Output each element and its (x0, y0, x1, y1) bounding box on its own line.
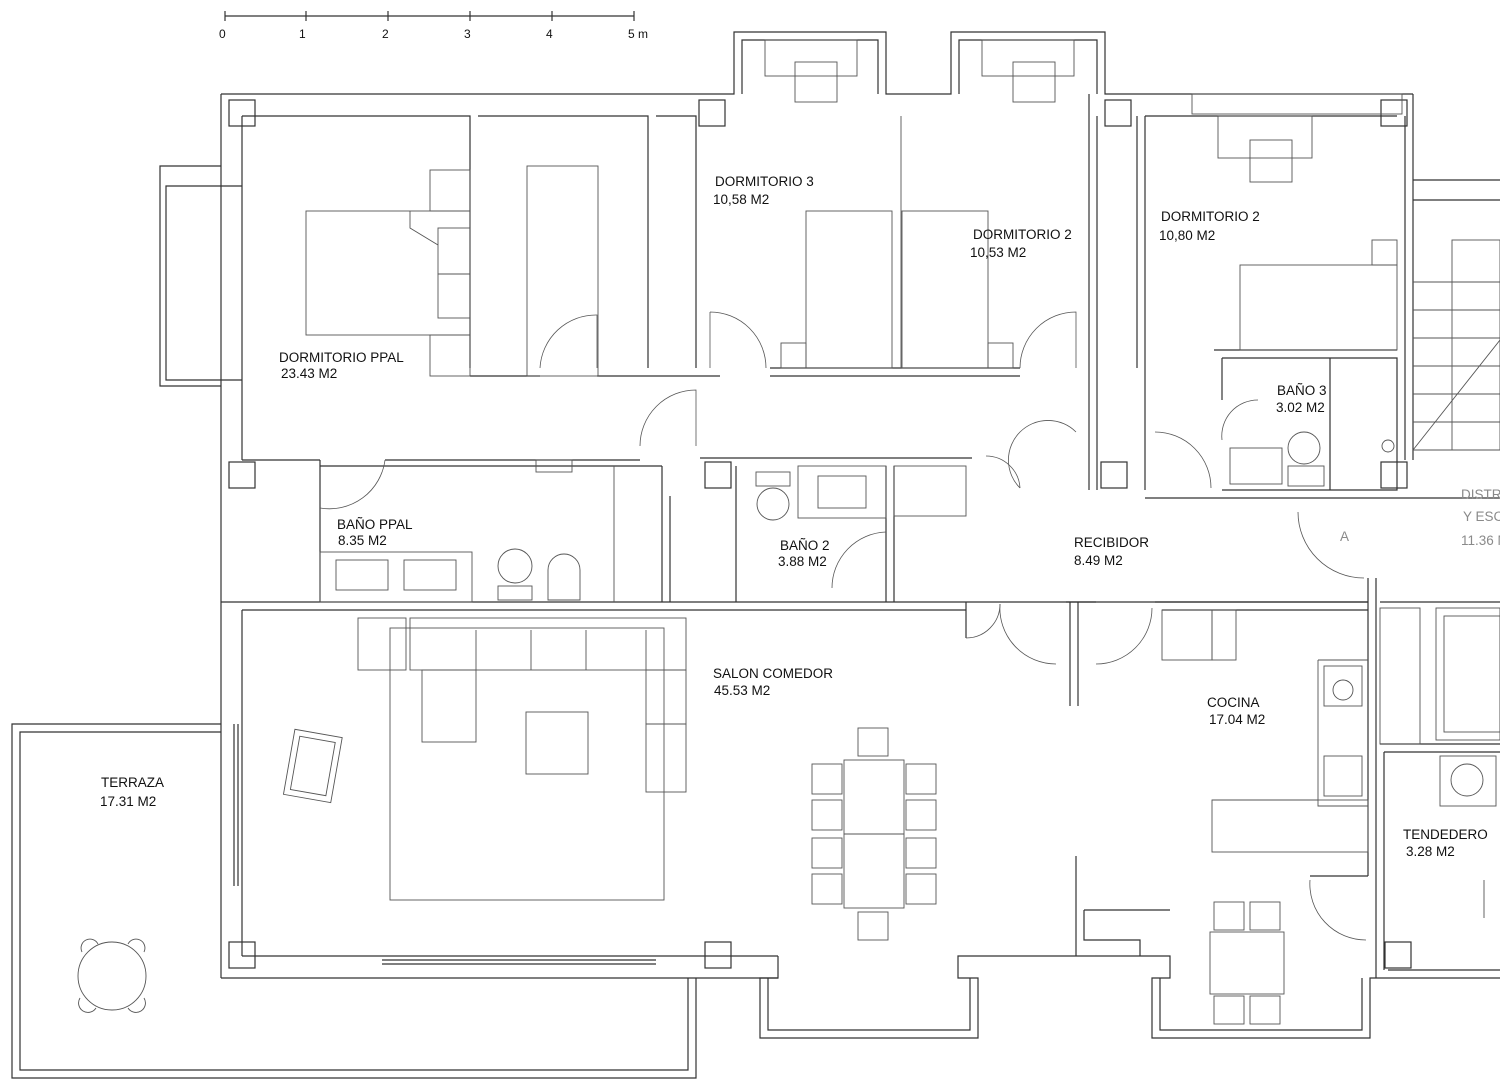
room-name-distribuidor-line1: DISTR (1461, 487, 1500, 502)
room-area-recibidor: 8.49 M2 (1074, 553, 1123, 568)
room-area-distribuidor: 11.36 M (1461, 533, 1500, 548)
room-area-bano-2: 3.88 M2 (778, 554, 827, 569)
room-name-distribuidor-line2: Y ESC (1463, 509, 1500, 524)
room-name-dormitorio-2b: DORMITORIO 2 (1161, 209, 1260, 224)
room-area-salon-comedor: 45.53 M2 (714, 683, 770, 698)
room-area-tendedero: 3.28 M2 (1406, 844, 1455, 859)
columns (228, 99, 1412, 969)
scale-bar: 0 1 2 3 4 5 m (219, 11, 648, 41)
doors (319, 311, 1367, 941)
scale-tick-3: 3 (464, 27, 471, 41)
room-area-dormitorio-2b: 10,80 M2 (1159, 228, 1215, 243)
scale-tick-2: 2 (382, 27, 389, 41)
room-name-dormitorio-ppal: DORMITORIO PPAL (279, 350, 404, 365)
room-area-dormitorio-3: 10,58 M2 (713, 192, 769, 207)
room-labels: DORMITORIO 3 10,58 M2 DORMITORIO 2 10,53… (100, 174, 1500, 859)
room-area-terraza: 17.31 M2 (100, 794, 156, 809)
section-mark-a: A (1340, 529, 1349, 544)
room-name-recibidor: RECIBIDOR (1074, 535, 1149, 550)
room-name-terraza: TERRAZA (101, 775, 164, 790)
room-name-bano-3: BAÑO 3 (1277, 383, 1327, 398)
scale-tick-5: 5 m (628, 27, 648, 41)
scale-tick-1: 1 (299, 27, 306, 41)
room-name-tendedero: TENDEDERO (1403, 827, 1488, 842)
room-area-dormitorio-2a: 10,53 M2 (970, 245, 1026, 260)
room-name-salon-comedor: SALON COMEDOR (713, 666, 833, 681)
furniture (77, 39, 1500, 1025)
room-name-bano-ppal: BAÑO PPAL (337, 517, 413, 532)
room-area-bano-ppal: 8.35 M2 (338, 533, 387, 548)
room-name-dormitorio-2a: DORMITORIO 2 (973, 227, 1072, 242)
scale-tick-0: 0 (219, 27, 226, 41)
room-area-cocina: 17.04 M2 (1209, 712, 1265, 727)
scale-tick-4: 4 (546, 27, 553, 41)
room-name-bano-2: BAÑO 2 (780, 538, 830, 553)
room-area-dormitorio-ppal: 23.43 M2 (281, 366, 337, 381)
room-name-dormitorio-3: DORMITORIO 3 (715, 174, 814, 189)
room-name-cocina: COCINA (1207, 695, 1260, 710)
room-area-bano-3: 3.02 M2 (1276, 400, 1325, 415)
